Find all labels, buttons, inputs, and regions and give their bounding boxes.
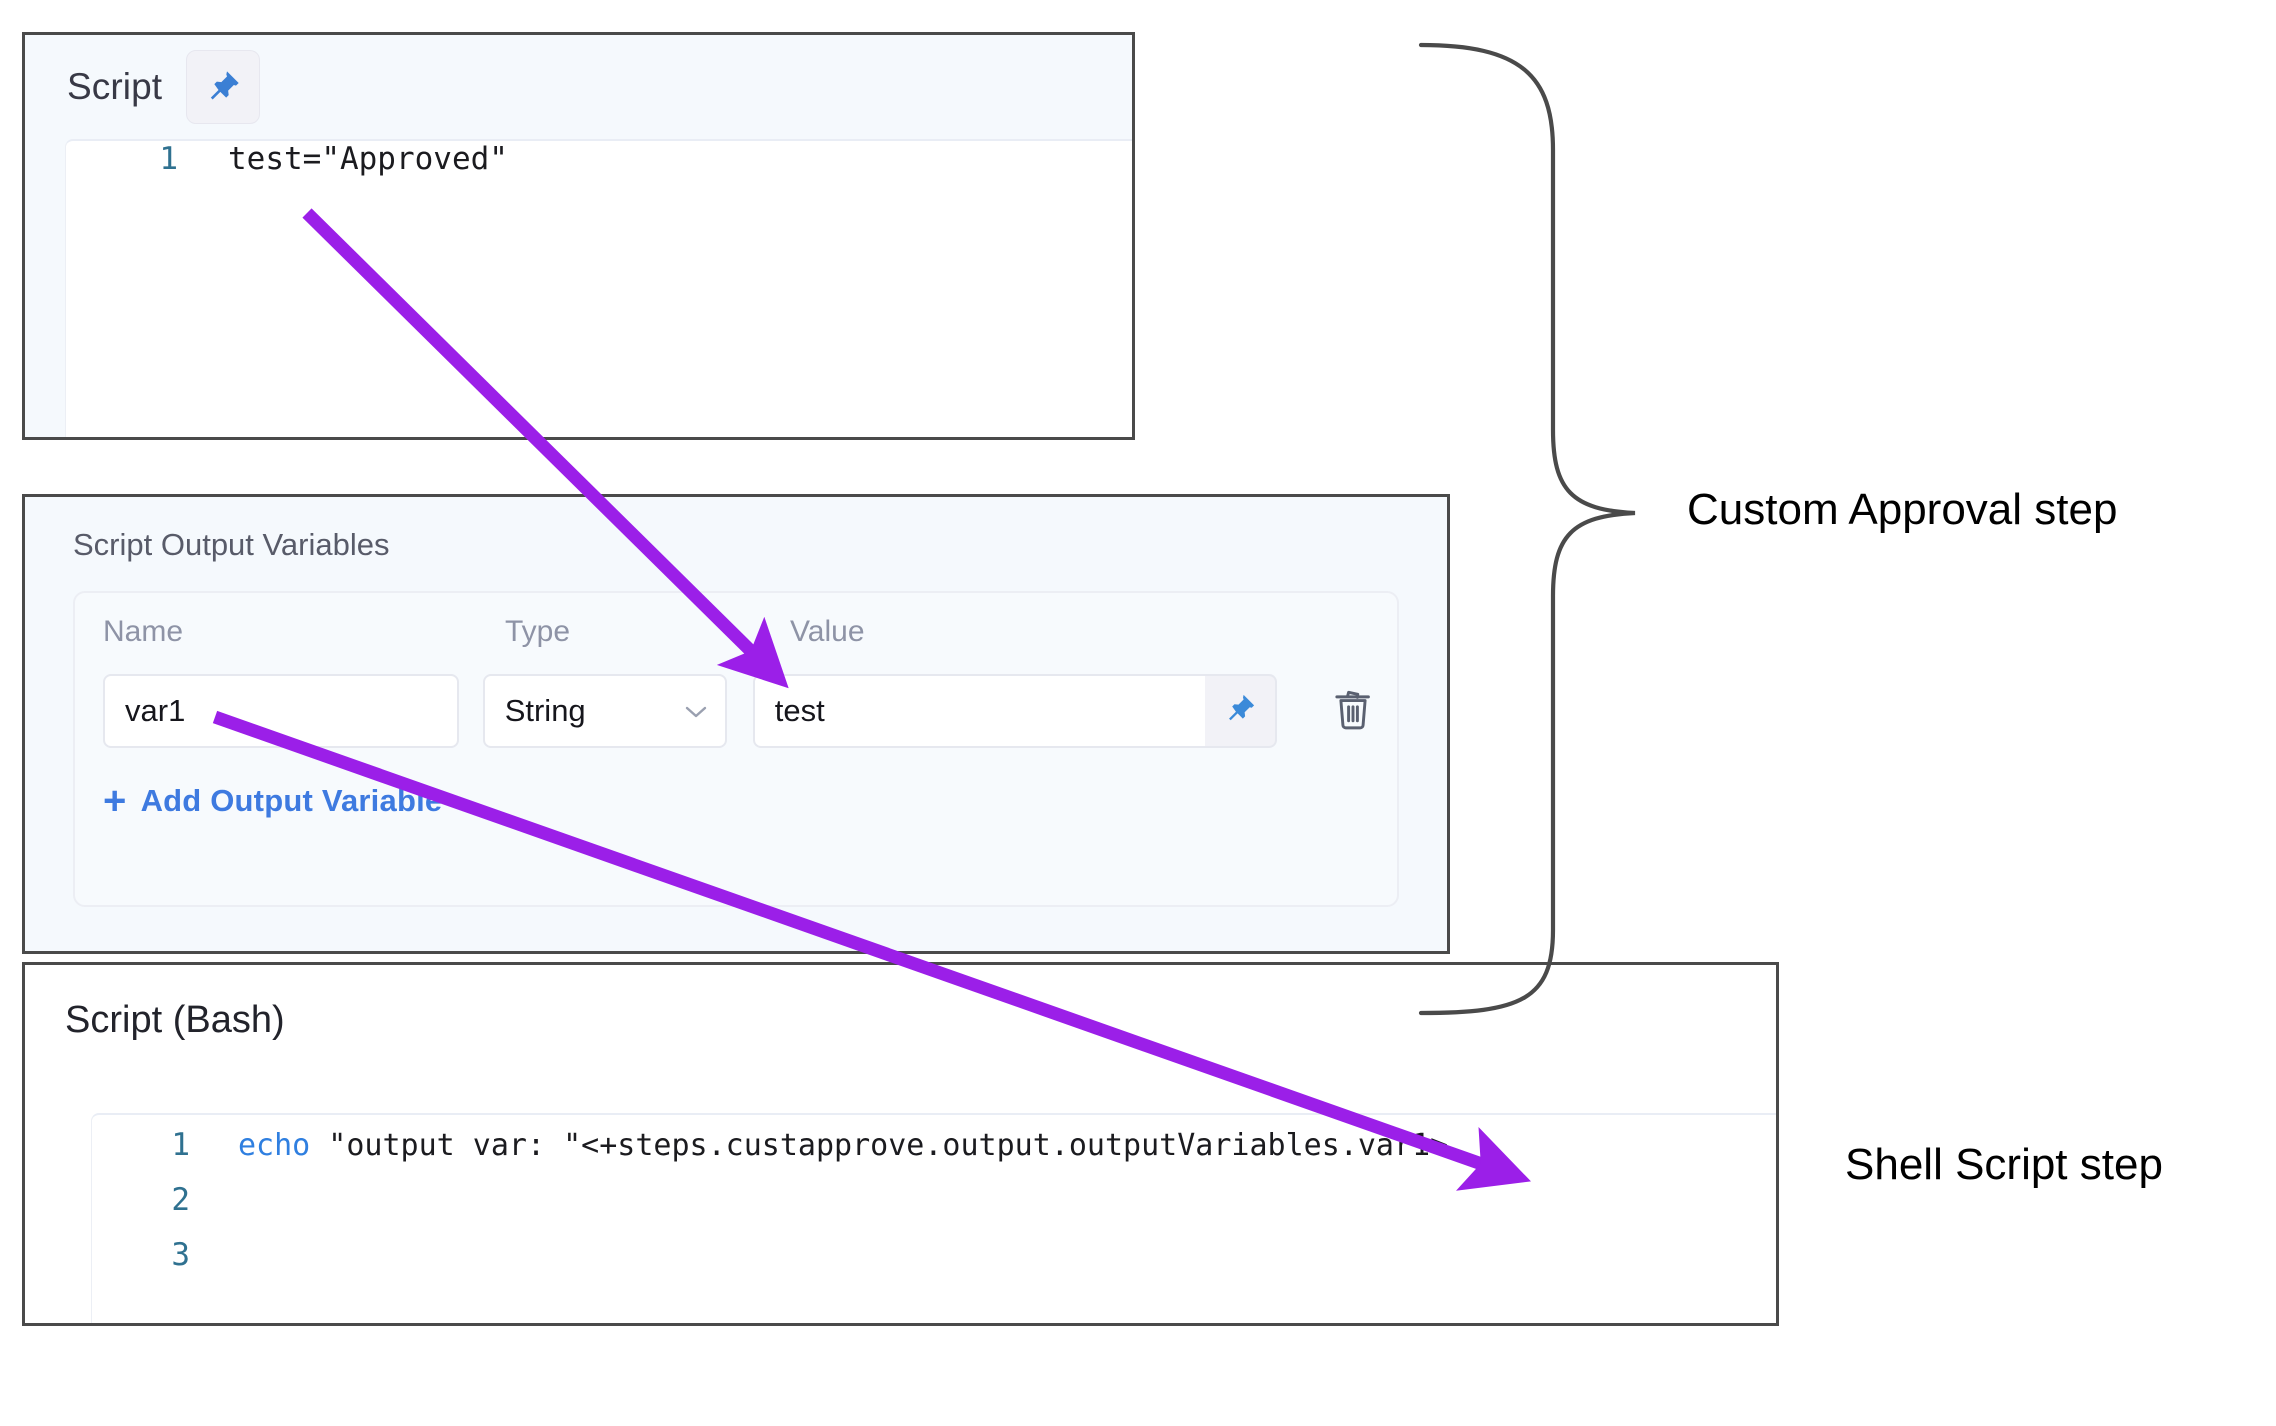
annotation-label-custom-approval: Custom Approval step [1687, 485, 2118, 534]
script-card-header: Script [25, 35, 1132, 139]
code-text: test="Approved" [228, 141, 508, 177]
pin-icon-button[interactable] [186, 50, 261, 124]
line-number: 3 [171, 1237, 190, 1273]
add-output-variable-button[interactable]: + Add Output Variable [103, 781, 442, 821]
value-pin-icon-button[interactable] [1204, 674, 1277, 748]
code-line: 1 echo "output var: "<+steps.custapprove… [92, 1127, 1776, 1182]
annotation-label-shell-script: Shell Script step [1845, 1140, 2163, 1189]
add-output-variable-label: Add Output Variable [140, 783, 443, 818]
column-header-value: Value [790, 615, 865, 648]
script-output-variables-card: Script Output Variables Name Type Value … [22, 494, 1450, 954]
code-text: echo "output var: "<+steps.custapprove.o… [238, 1128, 1448, 1163]
code-line: 2 [92, 1182, 1776, 1237]
variable-name-input[interactable]: var1 [103, 674, 459, 748]
column-header-name: Name [103, 615, 184, 648]
variable-value-input[interactable]: test [752, 674, 1205, 748]
delete-row-button[interactable] [1329, 681, 1377, 741]
trash-icon [1331, 684, 1375, 739]
curly-brace [1418, 42, 1636, 1016]
script-code-editor[interactable]: 1 test="Approved" [65, 139, 1132, 437]
table-header-row: Name Type Value [103, 615, 1397, 659]
line-number: 2 [171, 1182, 190, 1218]
page-title: Script [67, 66, 163, 107]
variable-type-select[interactable]: String [482, 674, 727, 748]
plus-icon: + [103, 779, 127, 823]
code-line: 3 [92, 1237, 1776, 1292]
section-title: Script Output Variables [73, 527, 390, 562]
pin-icon [203, 67, 243, 107]
code-rest: "output var: "<+steps.custapprove.output… [310, 1128, 1449, 1163]
output-variables-panel: Name Type Value var1 String test [73, 591, 1399, 907]
line-number: 1 [159, 141, 178, 177]
code-line: 1 test="Approved" [66, 141, 1132, 197]
bash-script-title: Script (Bash) [65, 999, 285, 1041]
pin-icon [1222, 691, 1258, 732]
bash-code-editor[interactable]: 1 echo "output var: "<+steps.custapprove… [91, 1113, 1776, 1323]
variable-type-value: String [504, 693, 586, 728]
variable-value-group: test [752, 674, 1277, 748]
bash-script-card: Script (Bash) 1 echo "output var: "<+ste… [22, 962, 1779, 1326]
column-header-type: Type [505, 615, 571, 648]
line-number: 1 [171, 1127, 190, 1163]
chevron-down-icon [683, 698, 709, 724]
script-card: Script 1 test="Approved" [22, 32, 1135, 440]
code-keyword: echo [238, 1128, 311, 1163]
table-row: var1 String test [103, 671, 1377, 751]
